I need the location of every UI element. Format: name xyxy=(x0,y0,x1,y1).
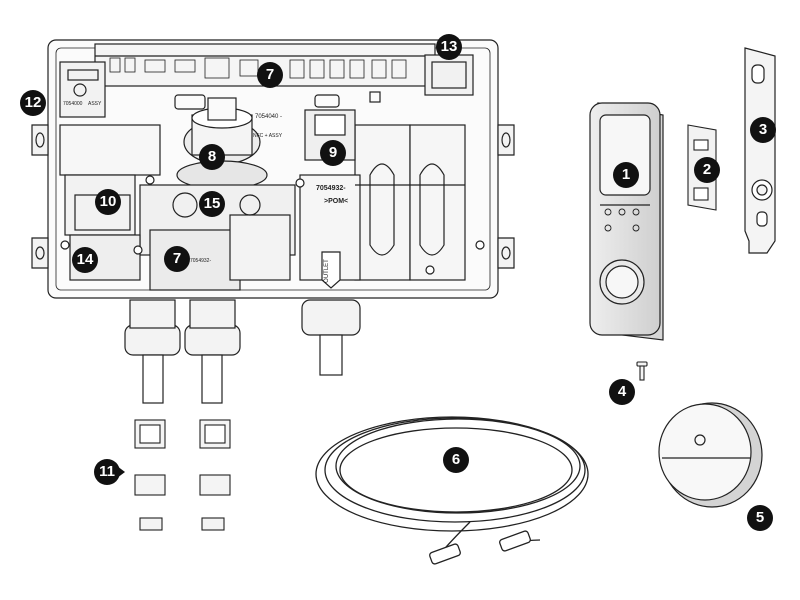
pom-label: >POM< xyxy=(324,198,349,205)
terminal-block-label: 7054000 xyxy=(63,101,83,107)
outlet-label: OUTLET xyxy=(323,259,330,283)
callout-15: 15 xyxy=(199,191,225,217)
pcb-label: 7054040 - xyxy=(255,114,283,120)
coiled-hose xyxy=(315,416,589,565)
callout-1: 1 xyxy=(613,162,639,188)
callout-3: 3 xyxy=(750,117,776,143)
manifold-label: 7054932- xyxy=(190,258,212,264)
callout-7-upper: 7 xyxy=(257,62,283,88)
callout-10: 10 xyxy=(95,189,121,215)
callout-2: 2 xyxy=(694,157,720,183)
outlet-pipe xyxy=(301,299,361,376)
remote-control xyxy=(658,402,763,508)
callout-9: 9 xyxy=(320,140,346,166)
callout-14: 14 xyxy=(72,247,98,273)
callout-6: 6 xyxy=(443,447,469,473)
wall-bracket xyxy=(744,47,776,254)
pcb-assy-label: NFC + ASSY xyxy=(253,133,283,139)
screw xyxy=(636,361,648,381)
callout-11: 11 xyxy=(94,459,125,485)
callout-5: 5 xyxy=(747,505,773,531)
terminal-assy-label: ASSY xyxy=(88,101,102,107)
pipe-clips xyxy=(134,419,231,531)
callout-7-lower: 7 xyxy=(164,246,190,272)
callout-8: 8 xyxy=(199,144,225,170)
valve-label: 7054932- xyxy=(316,185,346,192)
inlet-pipes xyxy=(124,299,241,404)
callout-13: 13 xyxy=(436,34,462,60)
callout-12: 12 xyxy=(20,90,46,116)
callout-4: 4 xyxy=(609,379,635,405)
control-panel xyxy=(589,102,664,341)
